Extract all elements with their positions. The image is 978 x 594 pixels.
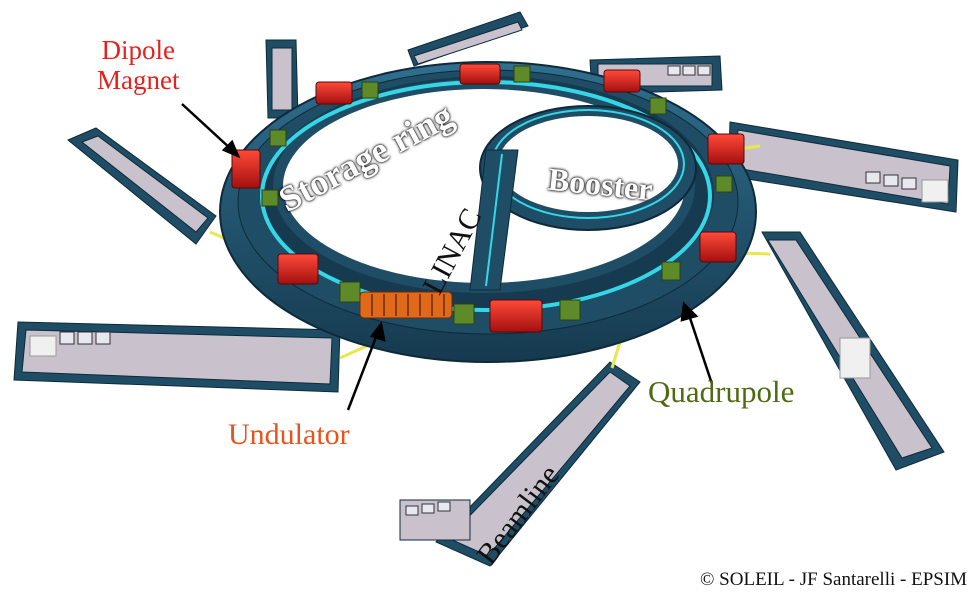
arrow-dipole <box>181 103 233 151</box>
beamline-hutch-bottom <box>399 361 641 567</box>
beamline-hutch-right <box>727 121 959 213</box>
quadrupole-magnet <box>513 65 531 83</box>
dipole-label-line2: Magnet <box>97 64 180 95</box>
dipole-magnet <box>277 253 319 285</box>
dipole-magnet <box>315 81 353 105</box>
quadrupole-magnet <box>361 81 379 99</box>
quadrupole-magnet <box>715 175 733 193</box>
undulator <box>359 291 453 319</box>
quadrupole-magnet <box>261 189 279 207</box>
dipole-magnet <box>603 69 641 93</box>
dipole-magnet <box>699 231 737 263</box>
dipole-magnet <box>489 299 543 333</box>
undulator-label: Undulator <box>228 418 350 451</box>
dipole-label-line1: Dipole <box>101 35 175 65</box>
dipole-magnet <box>707 133 745 165</box>
beamline-hutch-left <box>13 321 341 393</box>
dipole-magnet <box>231 149 261 189</box>
quadrupole-magnet <box>269 129 287 147</box>
beamline-hutches <box>13 11 959 567</box>
label-arrows <box>181 103 714 411</box>
arrow-quadrupole <box>686 311 714 385</box>
quadrupole-label: Quadrupole <box>648 374 795 409</box>
quadrupole-magnet <box>339 281 361 303</box>
quadrupole-magnet <box>649 97 667 115</box>
beamline-hutch-upper-left <box>67 127 217 245</box>
quadrupole-magnet <box>559 299 581 321</box>
dipole-magnets <box>231 63 745 333</box>
linac-tunnel <box>469 149 519 291</box>
beamline-hutch-top-left <box>265 39 299 119</box>
arrow-undulator <box>346 331 380 411</box>
quadrupole-magnet <box>453 303 475 325</box>
booster-ring <box>479 105 697 231</box>
arrow-dipole-head <box>221 139 241 159</box>
copyright-credit: © SOLEIL - JF Santarelli - EPSIM <box>700 569 968 590</box>
arrow-undulator-head <box>369 320 386 342</box>
dipole-magnet-label: Dipole Magnet <box>97 35 180 95</box>
dipole-magnet <box>459 63 501 85</box>
quadrupole-magnets <box>261 65 733 325</box>
arrow-quadrupole-head <box>680 301 699 322</box>
beamline-hutch-top-center <box>407 11 529 67</box>
quadrupole-magnet <box>661 261 681 281</box>
beamline-hutch-lower-right <box>761 231 945 471</box>
